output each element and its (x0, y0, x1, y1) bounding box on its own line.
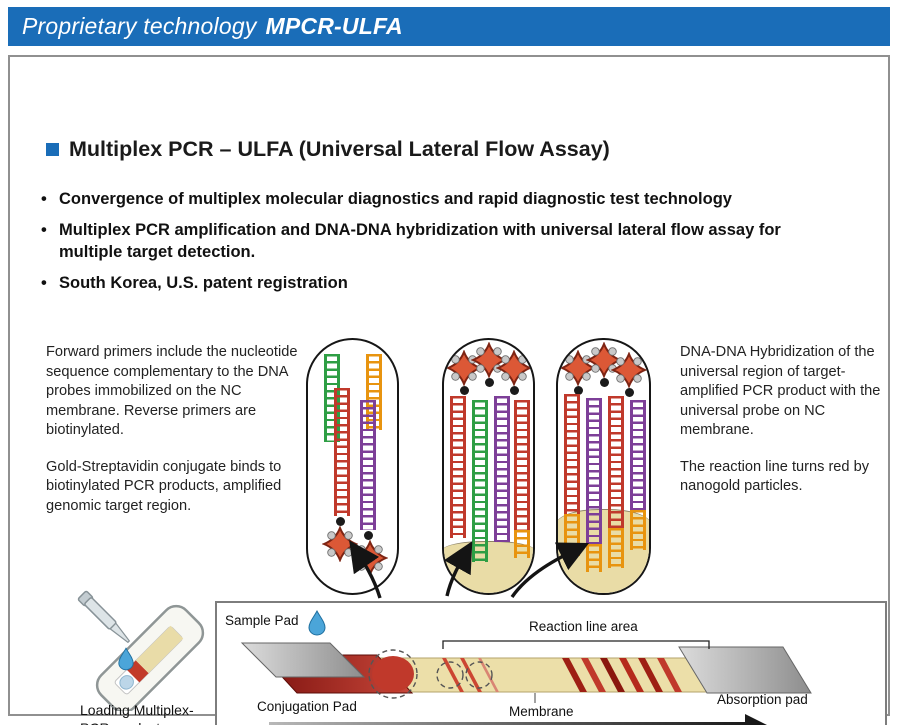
header-title-product: MPCR-ULFA (265, 13, 403, 39)
biotin-bead-icon (485, 378, 494, 387)
biotin-bead-icon (510, 386, 519, 395)
conjugate-front-blob (372, 656, 414, 692)
dashed-circle (368, 649, 418, 699)
dashed-circle (436, 661, 464, 689)
reaction-line-area-label: Reaction line area (529, 619, 638, 634)
capsule-conjugate-binding (442, 338, 535, 595)
dna-ladder-red (514, 400, 530, 530)
dna-ladder-orange (608, 528, 624, 568)
right-annotation: DNA-DNA Hybridization of the universal r… (680, 343, 882, 497)
dna-ladder-green (472, 400, 488, 562)
dna-ladder-orange (564, 514, 580, 556)
lateral-flow-strip-panel: Sample Pad Reaction line area Conjugatio… (215, 601, 887, 725)
reaction-area-bracket (442, 640, 710, 649)
water-drop-icon (308, 610, 326, 636)
slide-header: Proprietary technology MPCR-ULFA (8, 7, 890, 46)
capsule-membrane-hybridization (556, 338, 651, 595)
right-annotation-para2: The reaction line turns red by nanogold … (680, 458, 870, 495)
dna-ladder-red (334, 388, 350, 516)
dna-ladder-orange (586, 544, 602, 572)
dna-ladder-red (450, 396, 466, 538)
reaction-line (619, 658, 644, 692)
gold-nanoparticle-icon (497, 351, 531, 385)
absorption-pad (678, 646, 812, 694)
dna-ladder-red (564, 394, 580, 514)
left-annotation-para1: Forward primers include the nucleotide s… (46, 344, 298, 439)
content-panel: Multiplex PCR – ULFA (Universal Lateral … (8, 55, 890, 725)
dna-ladder-orange (514, 530, 530, 558)
sample-pad-label: Sample Pad (225, 613, 299, 628)
conjugation-pad-label: Conjugation Pad (257, 699, 357, 714)
bullet-list: Convergence of multiplex molecular diagn… (40, 189, 828, 304)
membrane-strip (366, 657, 736, 693)
section-title: Multiplex PCR – ULFA (Universal Lateral … (69, 137, 610, 161)
bullet-text: South Korea, U.S. patent registration (59, 273, 348, 292)
dna-ladder-purple (630, 400, 646, 510)
dna-ladder-purple (494, 396, 510, 542)
gold-nanoparticle-icon (612, 353, 646, 387)
cassette-body (95, 604, 205, 711)
bullet-item: South Korea, U.S. patent registration (40, 273, 828, 295)
cassette-label: Loading Multiplex-PCR products (80, 702, 194, 725)
bullet-item: Multiplex PCR amplification and DNA-DNA … (40, 220, 828, 264)
test-cassette-graphic (77, 590, 205, 711)
biotin-bead-icon (460, 386, 469, 395)
sample-pad (240, 642, 366, 678)
absorption-pad-label: Absorption pad (717, 692, 808, 707)
strip-diagram-graphic: Sample Pad Reaction line area Conjugatio… (225, 610, 812, 725)
dna-ladder-purple (360, 400, 376, 530)
reaction-line (442, 658, 464, 692)
reaction-line (638, 658, 663, 692)
reaction-line (460, 658, 482, 692)
dna-ladder-purple (586, 398, 602, 544)
dashed-circle (465, 661, 493, 689)
biotin-bead-icon (336, 517, 345, 526)
reaction-line (600, 658, 625, 692)
lateral-flow-arrow (269, 714, 767, 725)
biotin-bead-icon (364, 531, 373, 540)
capsule-pcr-products (306, 338, 399, 595)
membrane-label: Membrane (509, 704, 574, 719)
biotin-bead-icon (600, 378, 609, 387)
dna-ladder-red (608, 396, 624, 528)
biotin-bead-icon (574, 386, 583, 395)
square-bullet-icon (46, 143, 59, 156)
bullet-text: Convergence of multiplex molecular diagn… (59, 190, 732, 208)
header-title-prefix: Proprietary technology (22, 13, 257, 39)
pipette-icon (77, 590, 131, 644)
biotin-bead-icon (625, 388, 634, 397)
bullet-item: Convergence of multiplex molecular diagn… (40, 189, 828, 211)
left-annotation: Forward primers include the nucleotide s… (46, 343, 298, 516)
reaction-line (562, 658, 587, 692)
right-annotation-para1: DNA-DNA Hybridization of the universal r… (680, 344, 881, 439)
reaction-line (478, 658, 499, 692)
dna-ladder-orange (630, 510, 646, 550)
bullet-text: Multiplex PCR amplification and DNA-DNA … (59, 220, 781, 261)
reaction-line (657, 658, 682, 692)
reaction-line (581, 658, 606, 692)
gold-nanoparticle-icon (353, 541, 387, 575)
left-annotation-para2: Gold-Streptavidin conjugate binds to bio… (46, 458, 282, 514)
section-title-row: Multiplex PCR – ULFA (Universal Lateral … (46, 137, 610, 162)
